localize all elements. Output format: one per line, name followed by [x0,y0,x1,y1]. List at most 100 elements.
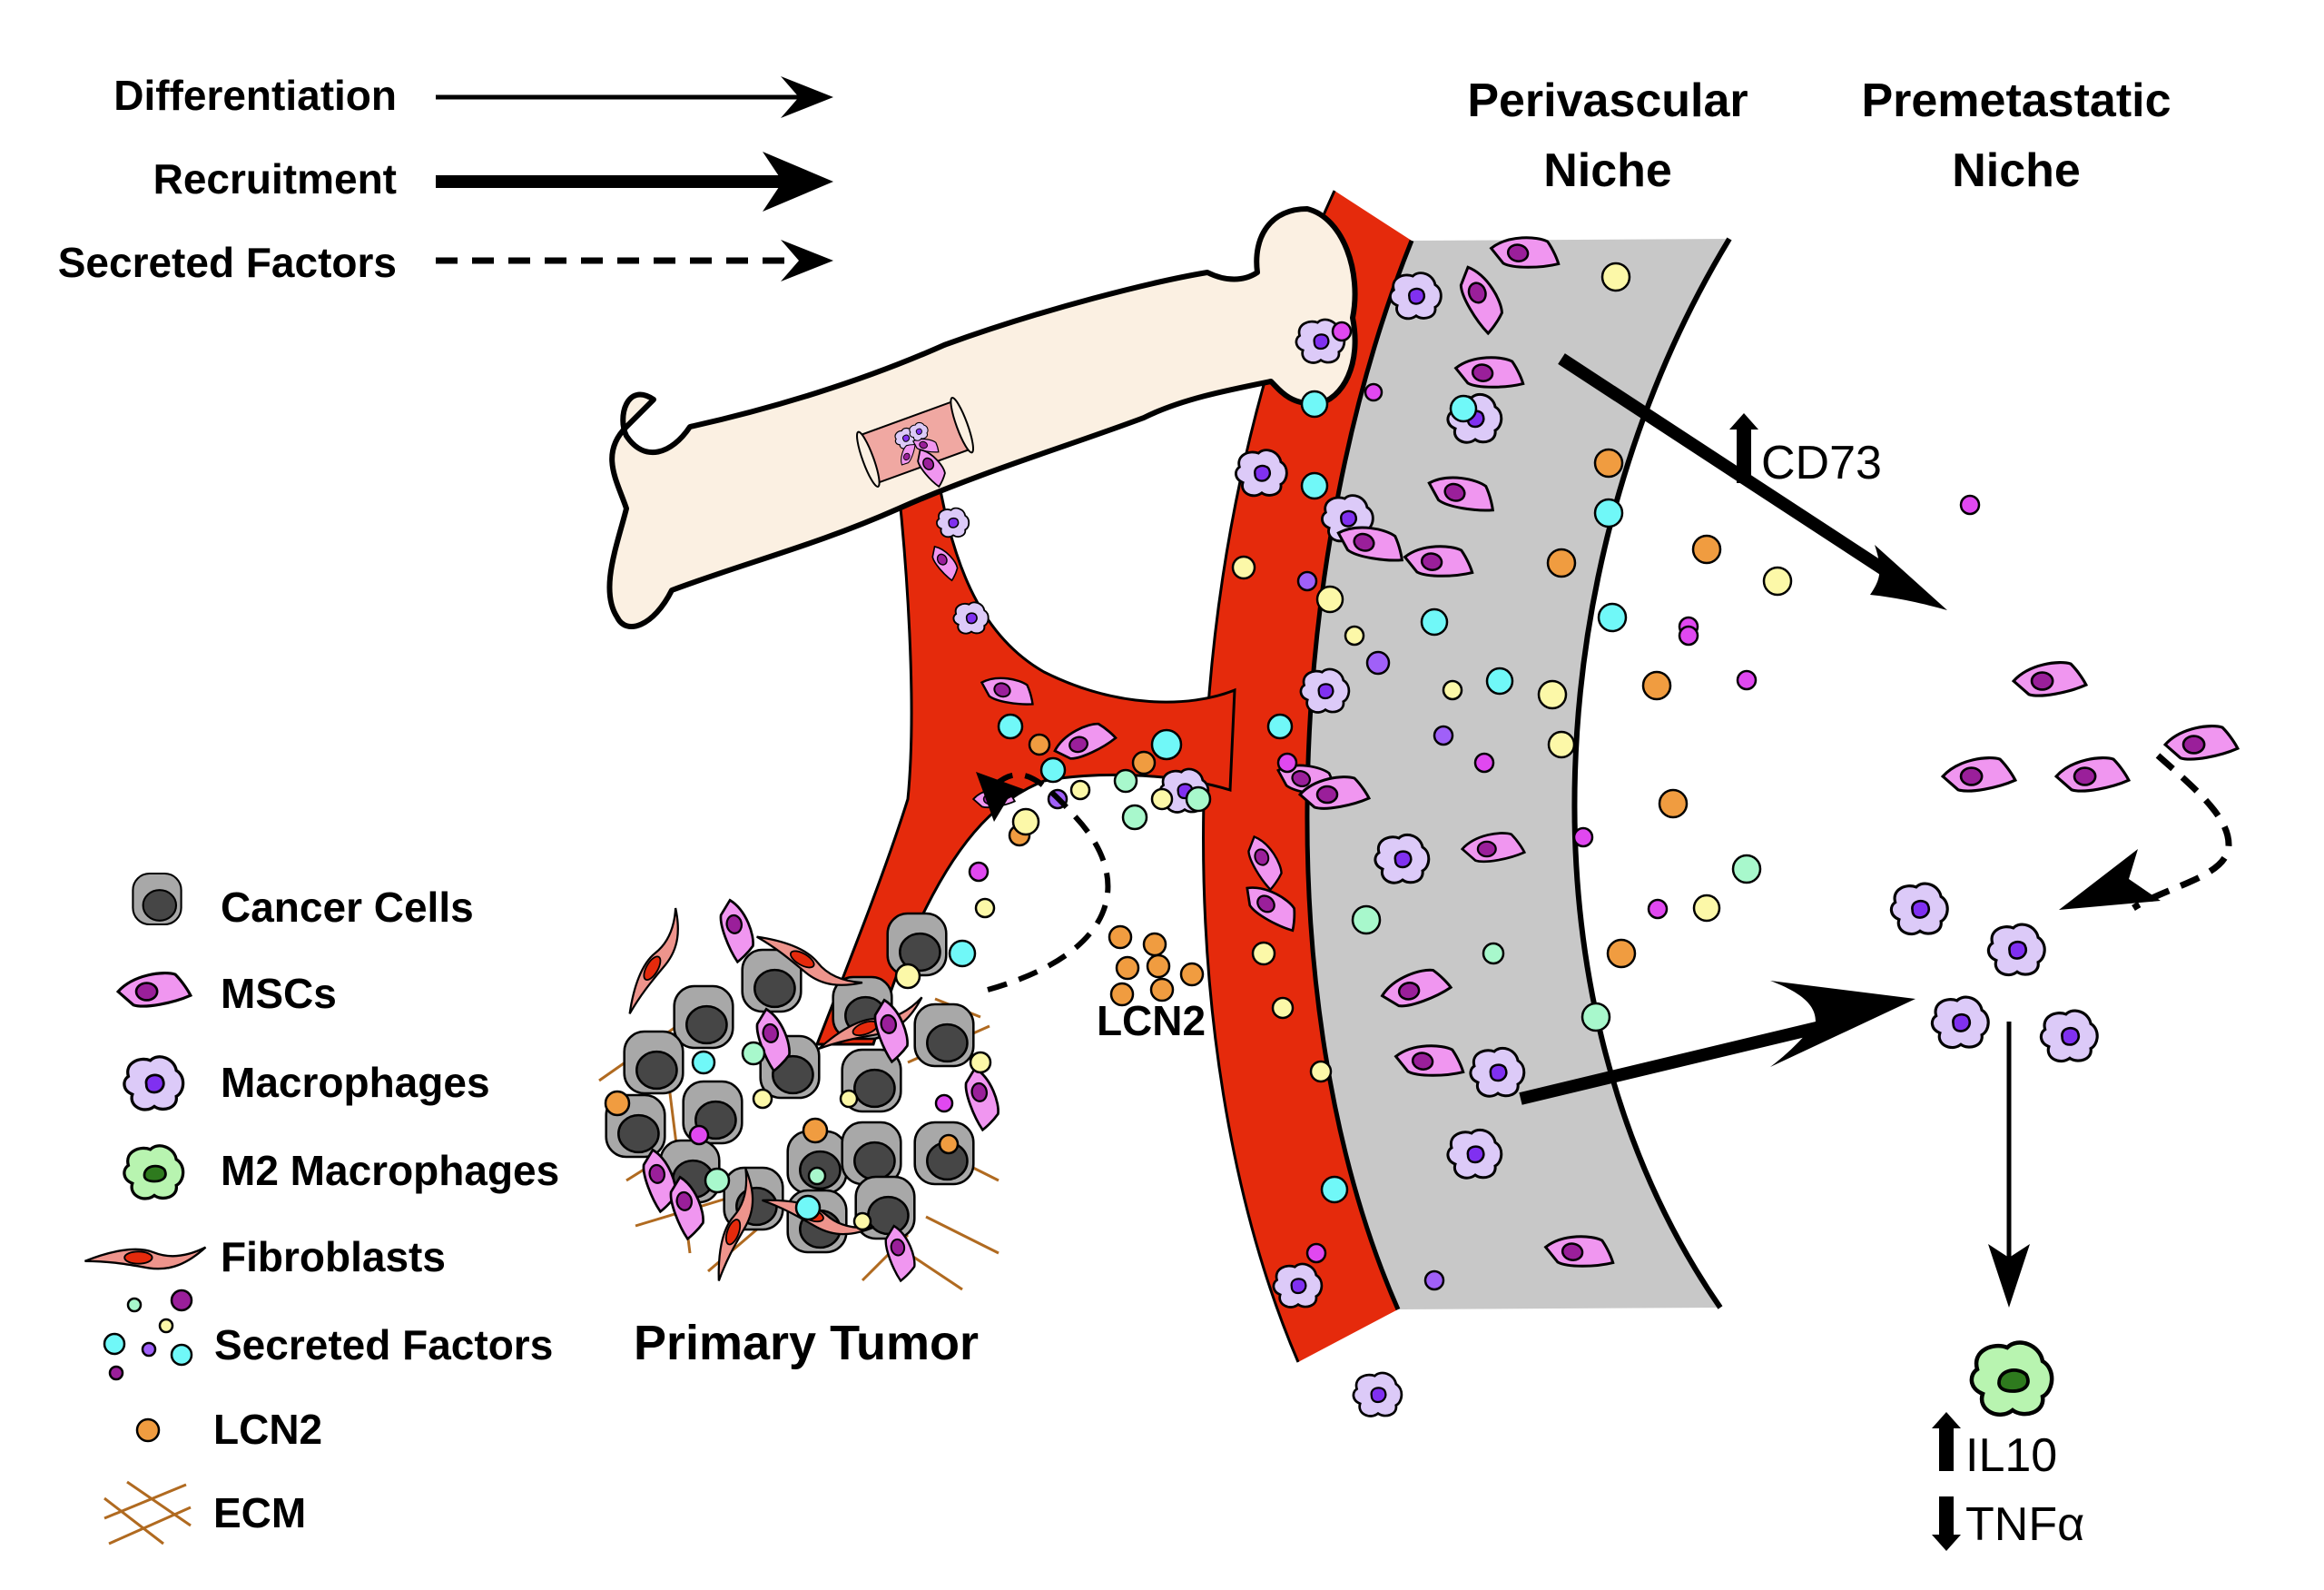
secreted-factor [1251,941,1276,966]
premetastatic-niche-title: Premetastatic Niche [1861,74,2171,197]
perivascular-cells [1298,229,1631,1275]
cancer-cell-icon [132,872,182,926]
legend-label: MSCs [221,970,337,1017]
secreted-factor [1762,566,1793,597]
legend-label: Fibroblasts [221,1233,446,1280]
perivascular-band [1306,239,1729,1309]
secreted-factor [1433,725,1454,746]
secreted-factor [894,963,921,990]
secreted-factor [1146,953,1171,979]
secreted-factor [1581,1002,1611,1032]
secreted-factor [741,1041,766,1066]
cd73-label: CD73 [1729,413,1882,489]
secreted-factor [1736,669,1758,691]
secreted-factor [1546,548,1577,578]
secreted-factor [1231,555,1256,580]
msc-icon [116,972,192,1008]
arrowhead-icon [1870,545,1947,610]
secreted-factor [1179,962,1205,987]
secreted-factor [1150,787,1174,811]
legend-item-ecm: ECM [103,1480,306,1546]
secreted-factor [969,1051,992,1074]
down-arrow-icon [1932,1496,1961,1551]
secreted-factor [1420,607,1449,637]
secreted-factor [997,713,1024,740]
up-arrow-icon [1932,1412,1961,1471]
tnfa-label: TNFα [1932,1496,2084,1551]
secreted-factor [1300,471,1329,500]
secreted-factor [1593,498,1624,528]
branch-vessel [814,443,1236,1046]
secreted-factor [839,1089,859,1109]
secreted-factor [1115,955,1140,981]
secreted-factor [1537,679,1568,710]
secreted-factor [1296,570,1318,592]
macrophage [952,601,990,635]
secreted-factor [1185,785,1212,813]
macrophage [936,507,970,538]
arrow-legend-label: Secreted Factors [58,239,397,286]
legend-item-mscs: MSCs [116,970,337,1017]
secreted-factor [1276,752,1298,774]
arrowhead-icon [1770,981,1915,1067]
ecm-fiber [907,1251,963,1291]
secreted-factor [1142,932,1167,957]
secreted-factor [1109,982,1135,1007]
secreted-factor [934,1093,954,1113]
secreted-factor [1641,670,1672,701]
secreted-factor [1131,750,1157,775]
tnfa-text: TNFα [1965,1498,2084,1551]
secreted-factor [1271,996,1295,1020]
vessel-cells [911,272,1445,1417]
arrow-legend: Differentiation Recruitment Secreted Fac… [58,72,833,286]
arrow-legend-label: Differentiation [113,72,397,119]
up-arrow-icon [1729,413,1758,483]
secreted-factor [1691,534,1722,565]
cancer-cell [673,984,734,1050]
primary-tumor-label: Primary Tumor [634,1316,979,1370]
m2-macrophage-icon [123,1144,185,1200]
secreted-factor [688,1124,710,1146]
secreted-factor [1320,1175,1349,1204]
cell-legend: Cancer Cells MSCs Macrophages M2 Macroph… [84,872,559,1546]
secreted-factor [948,939,977,968]
macrophage [1374,833,1431,884]
secreted-factor [1442,679,1463,701]
secreted-factor [1266,713,1294,740]
secreted-factor [1365,650,1391,676]
legend-item-m2-macrophages: M2 Macrophages [123,1144,559,1200]
secreted-factor [1364,382,1384,402]
secreted-factor [1658,788,1689,819]
arrow-legend-differentiation: Differentiation [113,72,833,119]
recruitment-arrowhead-icon [763,152,833,212]
secreted-factor [752,1088,773,1110]
msc [2012,661,2088,697]
primary-tumor [598,895,1003,1291]
secreted-factor [1449,394,1478,423]
secreted-factor [807,1166,827,1186]
secreted-factor [1344,625,1365,647]
msc [2054,756,2131,793]
secreted-factor [852,1211,872,1231]
secreted-factor [1011,807,1040,836]
arrow-legend-label: Recruitment [153,155,397,202]
macrophage [1469,1046,1526,1098]
secreted-factor [1309,1060,1333,1083]
bone [606,206,1358,629]
secreted-factor [1593,448,1624,479]
lcn2-icon [135,1417,161,1443]
secreted-factor [691,1050,716,1075]
secreted-factor [968,861,990,883]
secreted-factor [1149,977,1175,1002]
macrophage [1930,995,1990,1050]
title-line: Perivascular [1467,74,1748,127]
legend-label: ECM [213,1489,306,1536]
macrophage [1299,667,1351,714]
legend-label: Macrophages [221,1059,490,1106]
secreted-factor [974,897,996,919]
secreted-factor [1959,494,1981,516]
secreted-factor [1069,779,1091,801]
secreted-factor [1305,1242,1327,1264]
secreted-factor [1028,733,1051,756]
